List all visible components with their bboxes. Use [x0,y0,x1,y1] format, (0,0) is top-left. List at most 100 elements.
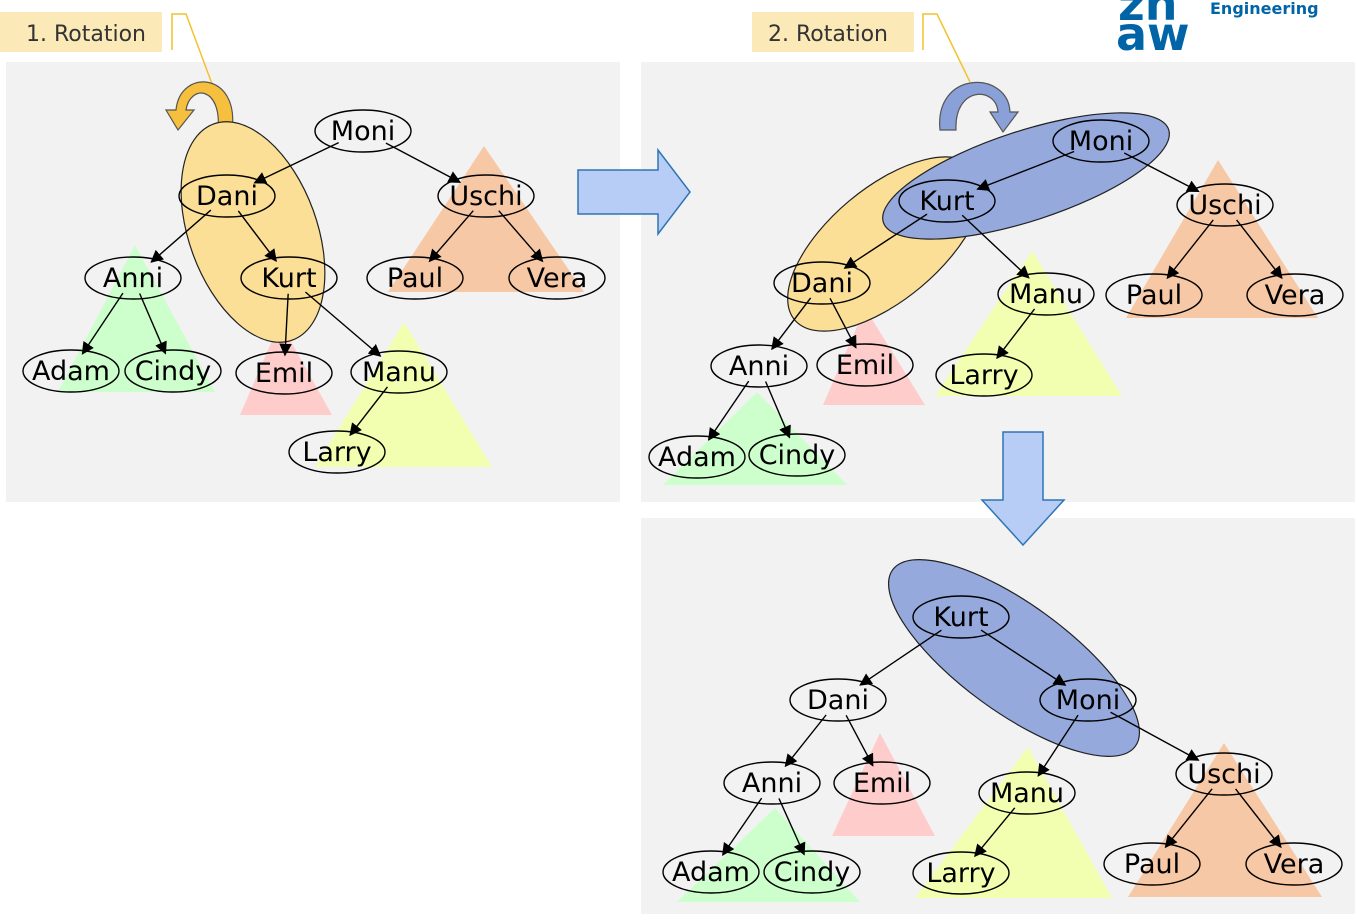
node-ellipse [1246,273,1344,317]
node-ellipse [1175,752,1273,796]
node-label: Vera [1264,849,1325,880]
node-label: Larry [926,858,995,889]
subtree-triangle-red [823,308,925,405]
zhaw-logo: zh aw Engineering [1116,0,1319,61]
node-ellipse [366,256,464,300]
node-after-second-rotation-larry: Larry [912,851,1010,895]
edge-after-first-rotation-anni-cindy [764,381,791,439]
node-ellipse [662,850,760,894]
node-label: Anni [742,768,802,799]
node-after-second-rotation-moni: Moni [1039,678,1137,722]
subtree-triangle-red [832,733,935,836]
edge-after-second-rotation-anni-cindy [778,798,806,856]
subtree-triangle-green [663,392,847,485]
edge-after-first-rotation-uschi-paul [1166,219,1214,280]
node-label: Emil [836,350,894,381]
node-ellipse [898,179,996,223]
subtree-triangle-green [677,808,860,902]
node-ellipse [240,256,338,300]
edge-before-dani-anni [150,209,212,263]
node-ellipse [1039,678,1137,722]
node-label: Kurt [261,263,316,294]
node-ellipse [437,174,535,218]
node-after-second-rotation-cindy: Cindy [763,850,861,894]
node-ellipse [978,771,1076,815]
node-ellipse [773,261,871,305]
edge-after-first-rotation-uschi-vera [1236,219,1283,280]
node-after-second-rotation-anni: Anni [723,761,821,805]
node-ellipse [748,433,846,477]
edge-after-second-rotation-uschi-paul [1164,788,1213,849]
node-label: Vera [527,263,588,294]
node-after-first-rotation-paul: Paul [1105,273,1203,317]
node-label: Larry [949,360,1018,391]
node-ellipse [997,272,1095,316]
node-before-adam: Adam [22,349,120,393]
node-ellipse [723,761,821,805]
node-after-second-rotation-emil: Emil [833,761,931,805]
rotation1-arrow-icon [164,81,234,132]
node-after-first-rotation-adam: Adam [648,435,746,479]
node-ellipse [1245,842,1343,886]
subtree-triangle-green [58,245,215,392]
edge-after-first-rotation-kurt-dani [843,213,928,269]
node-after-second-rotation-uschi: Uschi [1175,752,1273,796]
node-label: Emil [853,768,911,799]
edge-before-kurt-emil [279,293,292,357]
edge-before-moni-uschi [385,142,462,183]
node-after-second-rotation-manu: Manu [978,771,1076,815]
edge-before-anni-adam [81,292,124,355]
node-label: Adam [32,356,110,387]
node-label: Emil [255,358,313,389]
logo-mark-bottom: aw [1116,7,1190,61]
node-ellipse [912,851,1010,895]
edge-before-uschi-vera [498,210,544,263]
node-ellipse [235,351,333,395]
node-ellipse [178,174,276,218]
edge-after-first-rotation-kurt-manu [961,214,1030,279]
node-label: Cindy [135,356,212,387]
edge-before-moni-dani [253,141,339,184]
edge-after-second-rotation-kurt-dani [859,629,942,686]
node-before-cindy: Cindy [124,349,222,393]
node-after-first-rotation-moni: Moni [1052,119,1150,163]
node-label: Manu [362,357,436,388]
node-ellipse [833,761,931,805]
edge-after-second-rotation-anni-adam [722,797,763,856]
edge-after-first-rotation-manu-larry [996,308,1036,360]
edge-after-second-rotation-kurt-moni [980,629,1067,686]
edge-after-second-rotation-moni-manu [1037,714,1079,777]
node-ellipse [935,353,1033,397]
edge-after-second-rotation-dani-anni [784,714,827,768]
node-ellipse [84,256,182,300]
node-after-first-rotation-dani: Dani [773,261,871,305]
node-ellipse [314,109,412,153]
node-label: Uschi [1188,190,1261,221]
node-ellipse [912,595,1010,639]
node-before-larry: Larry [288,430,386,474]
node-label: Anni [103,263,163,294]
node-after-first-rotation-larry: Larry [935,353,1033,397]
node-after-second-rotation-adam: Adam [662,850,760,894]
node-after-first-rotation-kurt: Kurt [898,179,996,223]
node-label: Uschi [1187,759,1260,790]
edge-after-first-rotation-anni-adam [707,380,750,441]
rotation2-label: 2. Rotation [752,12,971,83]
edge-after-first-rotation-dani-emil [829,298,857,349]
node-ellipse [763,850,861,894]
node-after-second-rotation-paul: Paul [1103,842,1201,886]
node-ellipse [648,435,746,479]
node-label: Dani [807,685,869,716]
node-ellipse [350,350,448,394]
node-label: Larry [302,437,371,468]
edge-before-uschi-paul [428,210,474,263]
node-before-dani: Dani [178,174,276,218]
rotation1-label-text: 1. Rotation [26,22,146,47]
rotation2-arrow-icon [939,81,1020,134]
rotation2-label-text: 2. Rotation [768,22,888,47]
edge-after-second-rotation-uschi-vera [1235,788,1282,849]
edge-after-first-rotation-moni-uschi [1123,152,1200,193]
node-after-second-rotation-vera: Vera [1245,842,1343,886]
rotation-group-highlight-yellow [180,121,326,343]
